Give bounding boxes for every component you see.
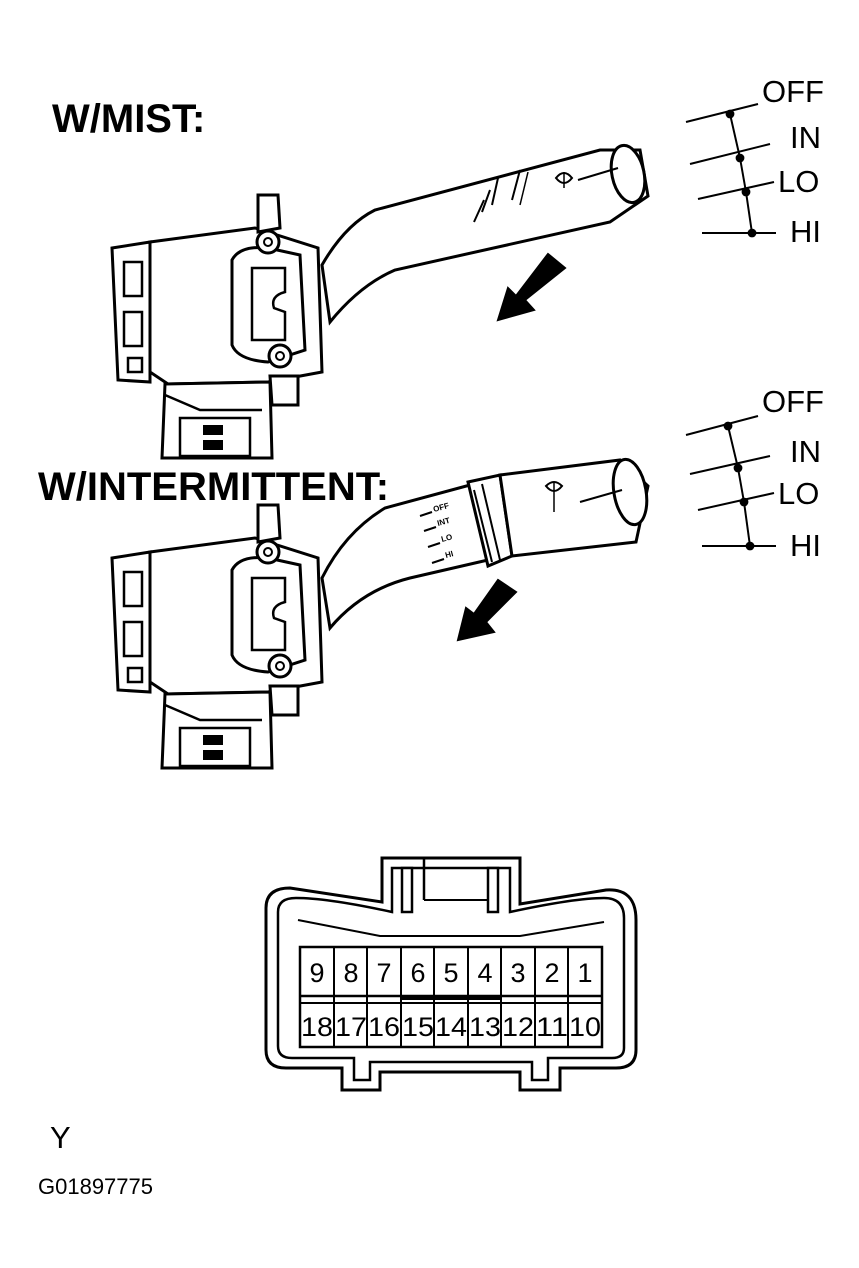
ring-mark-hi: HI: [444, 549, 454, 560]
ring-mark-int: INT: [436, 516, 451, 528]
ring-mark-lo: LO: [440, 532, 453, 544]
pin-label: 6: [410, 958, 425, 988]
pin-label: 12: [502, 1012, 534, 1042]
pin-label: 18: [301, 1012, 333, 1042]
pin-label: 8: [343, 958, 358, 988]
mist-section-title: W/MIST:: [52, 97, 205, 141]
pin-label: 14: [435, 1012, 467, 1042]
mist-position-off: OFF: [762, 74, 824, 109]
mist-direction-arrow-icon: [496, 252, 567, 322]
pin-label: 10: [569, 1012, 601, 1042]
intermittent-direction-arrow-icon: [456, 578, 518, 642]
intermittent-position-hi: HI: [790, 528, 821, 563]
pin-label: 15: [402, 1012, 434, 1042]
intermittent-ring-labels: OFF INT LO HI: [419, 501, 454, 564]
pin-label: 11: [536, 1012, 568, 1042]
mist-position-scale: [685, 103, 776, 238]
pin-label: 4: [477, 958, 492, 988]
pin-label: 9: [309, 958, 324, 988]
figure-id: G01897775: [38, 1174, 153, 1199]
mist-position-hi: HI: [790, 214, 821, 249]
pin-label: 17: [335, 1012, 367, 1042]
intermittent-switch-assembly: OFF INT LO HI: [110, 457, 650, 770]
intermittent-section-title: W/INTERMITTENT:: [38, 465, 389, 509]
washer-symbol-icon: [544, 481, 564, 512]
mist-switch-assembly: [110, 143, 650, 460]
intermittent-position-off: OFF: [762, 384, 824, 419]
view-label: Y: [50, 1120, 71, 1155]
pin-label: 3: [510, 958, 525, 988]
connector-bottom-row: 18 17 16 15 14 13 12 11 10: [301, 1012, 601, 1042]
wiper-symbol-icon: [554, 172, 574, 188]
mist-lever-stalk: [320, 148, 650, 326]
intermittent-position-scale: [685, 415, 776, 551]
pin-label: 5: [443, 958, 458, 988]
pin-label: 2: [544, 958, 559, 988]
mist-lever-tip: [609, 143, 647, 205]
intermittent-lever-tip: [611, 457, 649, 527]
mist-lever-scale-marks: [473, 169, 529, 223]
pin-label: 13: [469, 1012, 501, 1042]
connector-top-row: 9 8 7 6 5 4 3 2 1: [309, 958, 592, 988]
ring-mark-off: OFF: [432, 501, 450, 514]
mist-position-in: IN: [790, 120, 821, 155]
pin-label: 7: [376, 958, 391, 988]
pin-label: 1: [577, 958, 592, 988]
intermittent-position-in: IN: [790, 434, 821, 469]
pin-label: 16: [368, 1012, 400, 1042]
connector-outline: [264, 856, 638, 1092]
mist-position-lo: LO: [778, 164, 819, 199]
intermittent-position-lo: LO: [778, 476, 819, 511]
